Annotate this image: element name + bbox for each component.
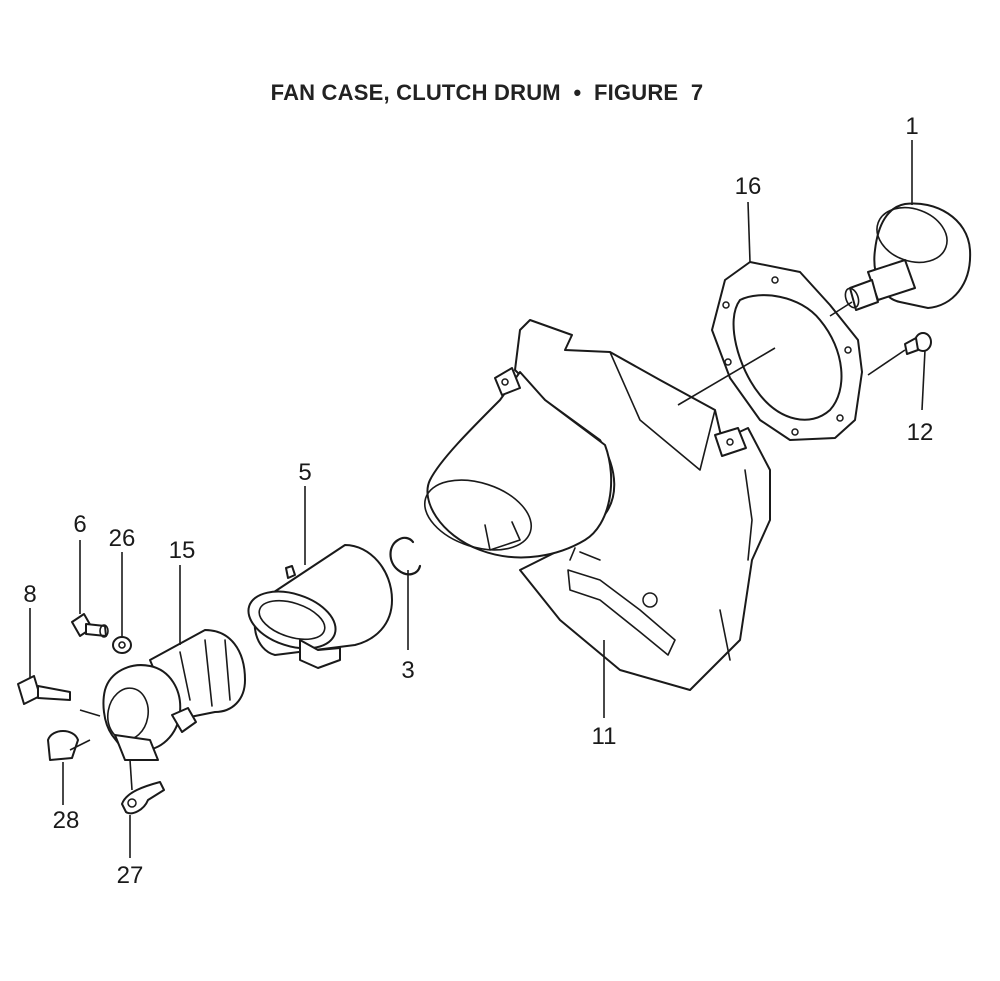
callout-11: 11 [592, 723, 617, 750]
part-clutch-drum [844, 202, 972, 311]
callout-1: 1 [905, 113, 918, 140]
part-bolt-6 [71, 613, 109, 638]
part-clamp-holder [102, 629, 246, 761]
callout-26: 26 [109, 525, 136, 552]
part-screw-12 [904, 332, 932, 355]
callout-16: 16 [735, 173, 762, 200]
diagram-title: FAN CASE, CLUTCH DRUM • FIGURE 7 [270, 80, 704, 105]
part-fan-case [423, 319, 771, 691]
callout-15: 15 [169, 537, 196, 564]
callout-28: 28 [53, 807, 80, 834]
part-sleeve [247, 544, 393, 669]
leader-lines [29, 140, 926, 858]
part-gasket [711, 261, 863, 441]
part-bolt-8 [17, 675, 71, 705]
part-circlip [389, 536, 422, 576]
part-washer-26 [112, 636, 132, 654]
part-clip-27 [121, 781, 165, 815]
callout-12: 12 [907, 419, 934, 446]
callout-8: 8 [23, 581, 36, 608]
callout-27: 27 [117, 862, 144, 889]
callout-3: 3 [401, 657, 414, 684]
callout-5: 5 [298, 459, 311, 486]
callout-6: 6 [73, 511, 86, 538]
part-key-28 [47, 730, 79, 761]
